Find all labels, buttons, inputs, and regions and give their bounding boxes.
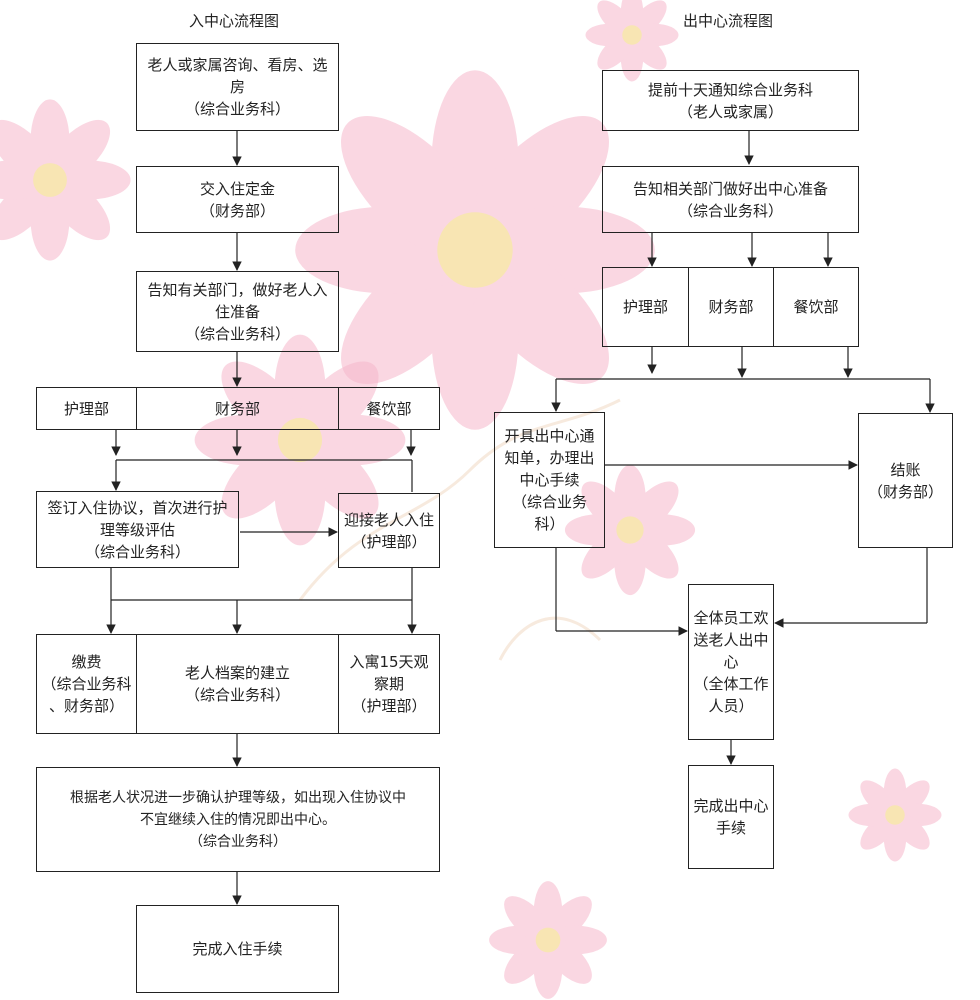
discharge-notice-step: 提前十天通知综合业务科 （老人或家属） [602,70,859,131]
sign-agreement-step: 签订入住协议，首次进行护 理等级评估 （综合业务科） [36,491,239,568]
farewell-line4: （全体工作 [693,675,769,693]
discharge-complete-line1: 完成出中心 [693,797,769,815]
welcome-step: 迎接老人入住 （护理部） [338,493,440,568]
notify-line3: （综合业务科） [184,324,290,343]
discharge-dept-nursing: 护理部 [602,267,689,347]
sign-line1: 签订入住协议，首次进行护 [47,498,228,517]
settlement-step: 结账 （财务部） [858,413,953,548]
observe-line1: 入寓15天观 [349,653,429,671]
observe-line3: （护理部） [351,697,427,715]
deposit-step: 交入住定金 （财务部） [136,166,339,233]
consult-line1: 老人或家属咨询、看房、选 [147,56,328,74]
settle-line1: 结账 [890,460,921,479]
consult-line2: 房 [229,78,245,96]
welcome-line1: 迎接老人入住 [343,510,434,529]
farewell-line5: 人员） [708,697,754,715]
discharge-procedure-step: 开具出中心通 知单，办理出 中心手续 （综合业务 科） [494,412,605,548]
sign-line3: （综合业务科） [84,542,190,561]
archive-line2: （综合业务科） [184,686,290,704]
procedure-line3: 中心手续 [519,471,580,489]
notify-line2: 住准备 [214,302,260,321]
prepare-line2: （综合业务科） [677,201,783,220]
observe-line2: 察期 [373,675,404,693]
pay-line2: （综合业务科 [41,675,132,693]
notice-line2: （老人或家属） [677,102,783,121]
settle-line2: （财务部） [867,482,943,501]
consult-step: 老人或家属咨询、看房、选 房 （综合业务科） [136,43,339,131]
discharge-dept-catering: 餐饮部 [773,267,859,347]
payment-step: 缴费 （综合业务科 、财务部） [36,634,137,734]
sign-line2: 理等级评估 [99,520,175,539]
archive-step: 老人档案的建立 （综合业务科） [136,634,339,734]
admission-complete-step: 完成入住手续 [136,905,339,993]
observation-step: 入寓15天观 察期 （护理部） [338,634,440,734]
admission-dept-catering: 餐饮部 [338,387,440,430]
discharge-complete-line2: 手续 [715,819,746,837]
confirm-line2: 不宜继续入住的情况即出中心。 [140,811,336,828]
discharge-dept-finance: 财务部 [688,267,774,347]
farewell-step: 全体员工欢 送老人出中 心 （全体工作 人员） [688,584,774,740]
farewell-line3: 心 [723,653,739,671]
consult-line3: （综合业务科） [184,100,290,118]
confirm-line3: （综合业务科） [189,833,287,850]
welcome-line2: （护理部） [351,532,427,551]
prepare-line1: 告知相关部门做好出中心准备 [632,179,828,198]
pay-line3: 、财务部） [48,697,124,715]
discharge-complete-step: 完成出中心 手续 [688,765,774,869]
confirm-line1: 根据老人状况进一步确认护理等级，如出现入住协议中 [70,789,406,806]
discharge-prepare-step: 告知相关部门做好出中心准备 （综合业务科） [602,166,859,233]
farewell-line2: 送老人出中 [693,631,769,649]
notify-line1: 告知有关部门，做好老人入 [147,280,328,299]
confirm-care-level-step: 根据老人状况进一步确认护理等级，如出现入住协议中 不宜继续入住的情况即出中心。 … [36,767,440,872]
notice-line1: 提前十天通知综合业务科 [647,80,813,99]
admission-flow-title: 入中心流程图 [189,12,280,30]
procedure-line5: 科） [534,515,565,533]
procedure-line2: 知单，办理出 [504,449,595,467]
admission-dept-nursing: 护理部 [36,387,137,430]
pay-line1: 缴费 [71,653,102,671]
archive-line1: 老人档案的建立 [184,664,290,682]
admission-dept-finance: 财务部 [136,387,339,430]
deposit-line1: 交入住定金 [199,179,275,198]
discharge-flow-title: 出中心流程图 [683,12,774,30]
farewell-line1: 全体员工欢 [693,609,769,627]
procedure-line1: 开具出中心通 [504,427,595,445]
notify-step: 告知有关部门，做好老人入 住准备 （综合业务科） [136,271,339,352]
procedure-line4: （综合业务 [511,493,587,511]
deposit-line2: （财务部） [199,201,275,220]
